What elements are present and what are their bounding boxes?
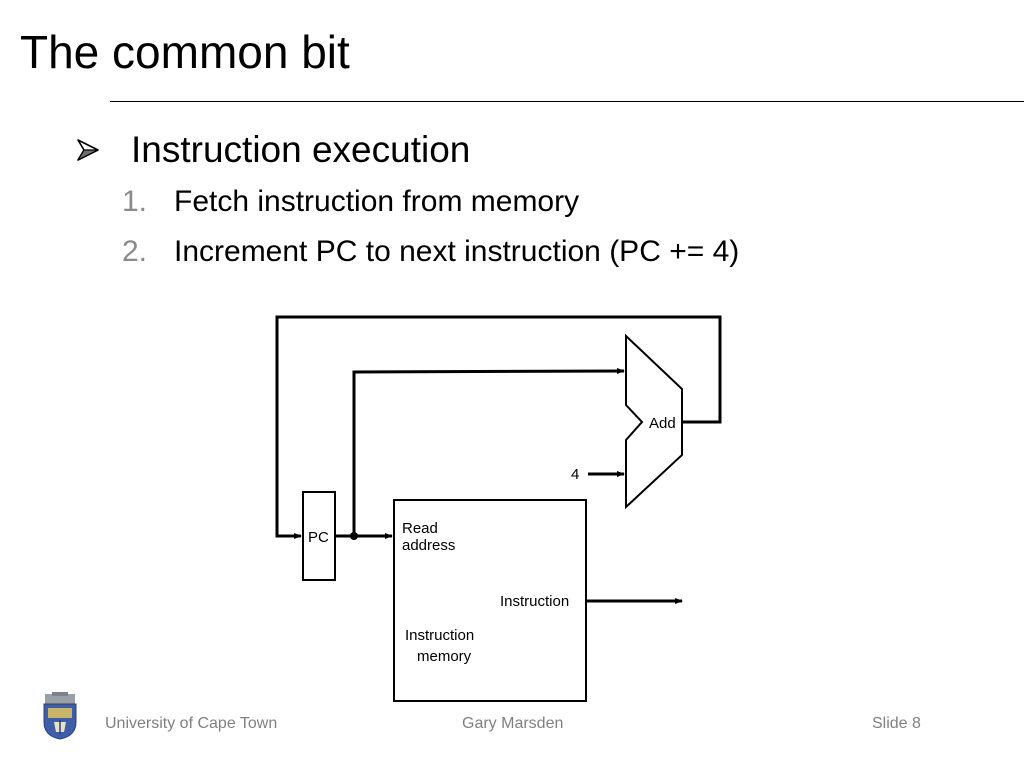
memory-label-line2: memory bbox=[417, 648, 472, 665]
uct-crest-logo bbox=[43, 692, 77, 740]
address-label: address bbox=[402, 537, 456, 554]
constant-four-label: 4 bbox=[571, 466, 580, 483]
pc-label: PC bbox=[308, 529, 329, 546]
junction-dot bbox=[350, 532, 358, 540]
arrow-bullet-icon bbox=[77, 139, 99, 161]
slide-title: The common bit bbox=[20, 26, 350, 78]
bullet-text: Instruction execution bbox=[131, 129, 471, 170]
bullet-marker bbox=[76, 128, 100, 172]
footer-university: University of Cape Town bbox=[105, 715, 278, 732]
footer-slide-number: Slide 8 bbox=[872, 715, 921, 732]
instruction-output-label: Instruction bbox=[500, 593, 570, 610]
footer-author: Gary Marsden bbox=[462, 715, 564, 732]
adder-unit bbox=[625, 333, 683, 510]
memory-label-line1: Instruction bbox=[405, 627, 475, 644]
pc-to-adder-wire bbox=[352, 368, 625, 536]
title-divider bbox=[110, 101, 1024, 102]
add-label: Add bbox=[649, 415, 676, 432]
adder-to-pc-wire bbox=[275, 315, 722, 539]
item-number-2: 2. bbox=[122, 235, 148, 268]
item-text-2: Increment PC to next instruction (PC += … bbox=[174, 235, 740, 268]
read-label: Read bbox=[402, 520, 438, 537]
item-number-1: 1. bbox=[122, 185, 148, 218]
item-text-1: Fetch instruction from memory bbox=[174, 185, 580, 218]
